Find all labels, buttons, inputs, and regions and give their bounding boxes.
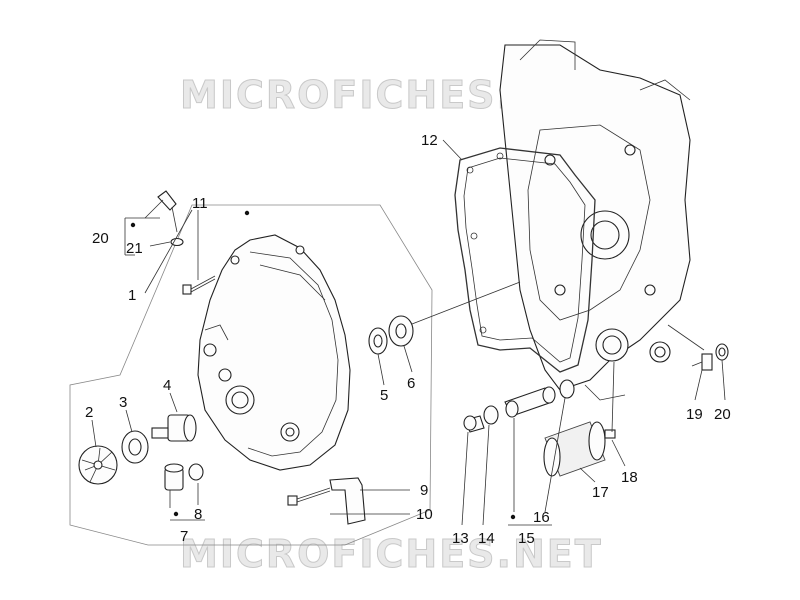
o-ring-14 [483,405,499,425]
callout-14: 14 [478,530,495,547]
sensor-19 [691,353,713,371]
seal-3 [121,430,149,464]
callout-20-left: 20 [92,230,109,247]
bearing-5 [368,327,388,355]
callout-12: 12 [421,132,438,149]
cover-group-outline [69,204,433,546]
callout-8: 8 [194,506,202,523]
callout-2: 2 [85,404,93,421]
watermark-bottom: MICROFICHES.NET [180,532,603,576]
flywheel-cover [197,234,351,471]
callout-3: 3 [119,394,127,411]
callout-4: 4 [163,377,171,394]
callout-19: 19 [686,406,703,423]
callout-6: 6 [407,375,415,392]
callout-18: 18 [621,469,638,486]
callout-21: 21 [126,240,143,257]
oil-filter [543,421,616,477]
callout-5: 5 [380,387,388,404]
callout-11: 11 [192,195,208,212]
gasket [454,147,596,373]
kit-dots [130,210,516,520]
callout-17: 17 [592,484,609,501]
washer-20 [715,343,729,361]
callout-20-right: 20 [714,406,731,423]
callout-labels: 1 2 3 4 5 6 7 8 9 10 11 12 13 14 15 16 1… [85,132,731,547]
dipstick-plug [157,190,184,247]
bracket-9 [329,477,366,525]
pump-shaft [151,414,197,442]
callout-7: 7 [180,528,188,545]
drain-plug [164,463,204,491]
callout-16: 16 [533,509,550,526]
oil-strainer [504,386,556,418]
callout-10: 10 [416,506,433,523]
callout-15: 15 [518,530,535,547]
o-ring-16 [559,379,575,399]
callout-9: 9 [420,482,428,499]
seal-6 [388,315,414,347]
callout-13: 13 [452,530,469,547]
oil-plug [463,415,485,433]
bolt-11 [182,275,216,295]
bolt-10 [287,487,331,506]
leader-lines [91,139,726,526]
impeller [78,445,118,485]
callout-1: 1 [128,287,136,304]
crankcase [499,39,691,401]
